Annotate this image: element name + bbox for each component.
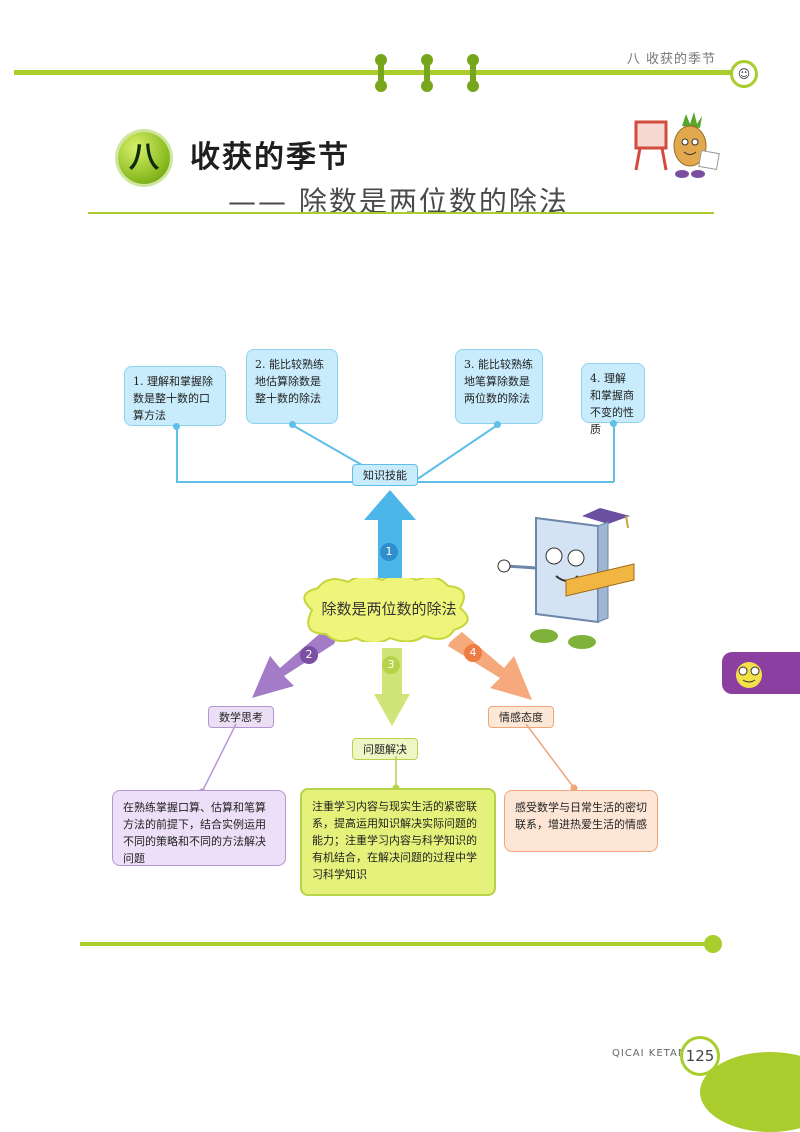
- lower-connectors: [198, 723, 578, 796]
- step-number-4: 4: [464, 644, 482, 662]
- problem-solving-box: 注重学习内容与现实生活的紧密联系，提高运用知识解决实际问题的能力；注重学习内容与…: [300, 788, 496, 896]
- chapter-header-label: 八 收获的季节: [626, 52, 716, 67]
- painter-mascot-illustration: [634, 112, 720, 178]
- frog-icon: [736, 662, 762, 688]
- header-rule: [14, 70, 732, 75]
- header-pin: [467, 54, 479, 92]
- arrow-up-blue: [364, 490, 416, 578]
- header-pin: [375, 54, 387, 92]
- step-number-3: 3: [382, 656, 400, 674]
- attitude-tag: 情感态度: [488, 706, 554, 728]
- skills-tag: 知识技能: [352, 464, 418, 486]
- attitude-box: 感受数学与日常生活的密切联系，增进热爱生活的情感: [504, 790, 658, 852]
- footer-rule: [80, 942, 708, 946]
- connector-dot: [173, 423, 180, 430]
- chapter-subtitle: —— 除数是两位数的除法: [228, 185, 569, 218]
- skill-box-2: 2. 能比较熟练地估算除数是整十数的除法: [246, 349, 338, 424]
- connector-line: [613, 424, 615, 482]
- skill-box-1: 1. 理解和掌握除数是整十数的口算方法: [124, 366, 226, 426]
- connector-dot: [610, 420, 617, 427]
- skill-box-3: 3. 能比较熟练地笔算除数是两位数的除法: [455, 349, 543, 424]
- book-mascot-illustration: [497, 508, 635, 649]
- skill-box-4: 4. 理解和掌握商不变的性质: [581, 363, 645, 436]
- arrow-purple: [252, 630, 336, 698]
- problem-solving-tag: 问题解决: [352, 738, 418, 760]
- connector-dot: [494, 421, 501, 428]
- title-rule: [88, 212, 714, 214]
- chapter-number-badge: 八: [118, 132, 170, 184]
- footer-rule-dot: [704, 935, 722, 953]
- step-number-1: 1: [380, 543, 398, 561]
- chapter-title: 收获的季节: [190, 140, 350, 175]
- chapter-badge-icon: ☺: [730, 60, 758, 88]
- center-topic-label: 除数是两位数的除法: [321, 600, 457, 618]
- math-thinking-box: 在熟练掌握口算、估算和笔算方法的前提下，结合实例运用不同的策略和不同的方法解决问…: [112, 790, 286, 866]
- footer-label: QICAI KETANG: [612, 1048, 696, 1059]
- step-number-2: 2: [300, 646, 318, 664]
- connector-dot: [289, 421, 296, 428]
- connector-line: [176, 426, 178, 482]
- center-cloud-shape: [303, 578, 469, 642]
- math-thinking-tag: 数学思考: [208, 706, 274, 728]
- page-number: 125: [680, 1036, 720, 1076]
- header-pin: [421, 54, 433, 92]
